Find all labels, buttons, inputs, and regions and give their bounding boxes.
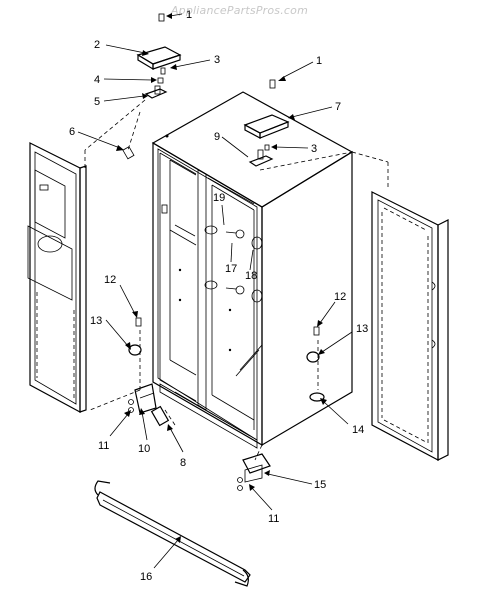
alignment-lines bbox=[84, 99, 389, 461]
callout-13: 13 bbox=[356, 323, 368, 335]
callout-18: 18 bbox=[245, 270, 257, 282]
callout-14: 14 bbox=[352, 424, 364, 436]
watermark: AppliancePartsPros.com bbox=[170, 4, 309, 17]
callout-1: 1 bbox=[316, 55, 322, 67]
leader-lines bbox=[77, 13, 353, 569]
callout-8: 8 bbox=[180, 457, 186, 469]
callout-labels: 1 2 3 4 5 1 6 7 9 3 19 17 18 12 13 12 13… bbox=[69, 9, 368, 583]
callout-2: 2 bbox=[94, 39, 100, 51]
callout-12: 12 bbox=[334, 291, 346, 303]
callout-6: 6 bbox=[69, 126, 75, 138]
freezer-door bbox=[27, 142, 87, 414]
callout-17: 17 bbox=[225, 263, 237, 275]
callout-16: 16 bbox=[140, 571, 152, 583]
callout-3: 3 bbox=[311, 143, 317, 155]
callout-1: 1 bbox=[186, 9, 192, 21]
callout-11: 11 bbox=[98, 440, 109, 452]
fresh-food-door bbox=[371, 191, 449, 461]
callout-15: 15 bbox=[314, 479, 326, 491]
callout-13: 13 bbox=[90, 315, 102, 327]
callout-5: 5 bbox=[94, 96, 100, 108]
callout-4: 4 bbox=[94, 74, 100, 86]
hinge-parts bbox=[122, 13, 325, 491]
callout-11: 11 bbox=[268, 513, 279, 525]
callout-3: 3 bbox=[214, 54, 220, 66]
callout-9: 9 bbox=[214, 131, 220, 143]
callout-7: 7 bbox=[335, 101, 341, 113]
callout-10: 10 bbox=[138, 443, 150, 455]
callout-12: 12 bbox=[104, 274, 116, 286]
callout-19: 19 bbox=[213, 192, 225, 204]
base-grille bbox=[94, 480, 251, 587]
